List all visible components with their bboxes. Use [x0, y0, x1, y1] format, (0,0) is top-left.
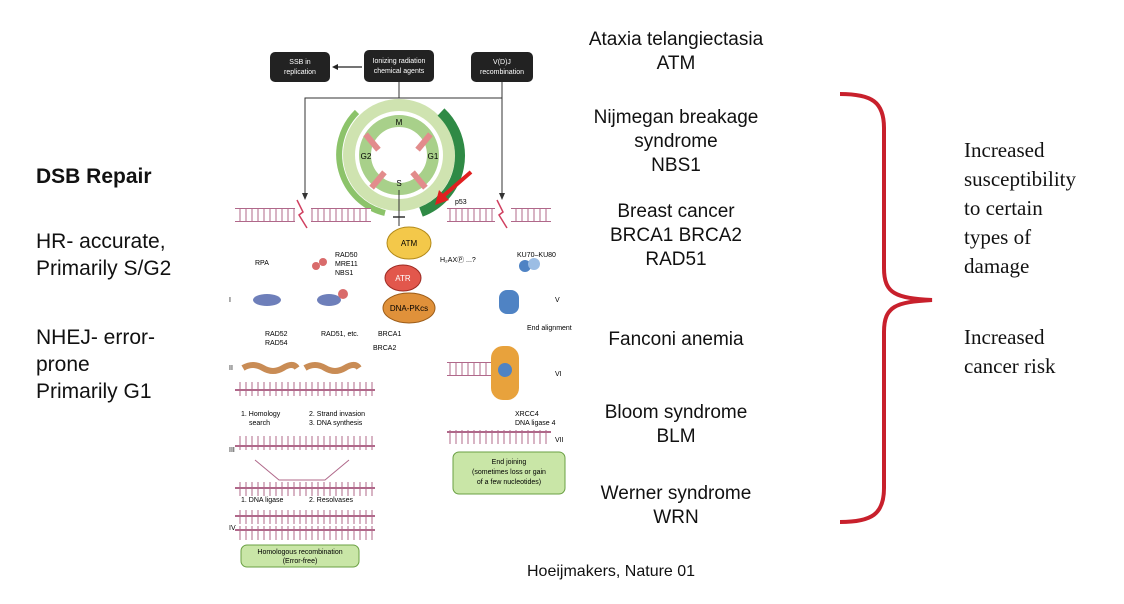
syndrome-nijmegan: Nijmegan breakage syndrome NBS1: [593, 107, 759, 176]
ku-label: KU70–KU80: [517, 252, 556, 259]
phase-g1: G1: [428, 152, 439, 161]
svg-text:NBS1: NBS1: [335, 270, 353, 277]
svg-text:End joining: End joining: [492, 459, 527, 466]
svg-text:search: search: [249, 420, 270, 427]
svg-text:(Error-free): (Error-free): [283, 558, 318, 565]
syndrome-breast-cancer: Breast cancer BRCA1 BRCA2 RAD51: [610, 201, 742, 270]
hr-description: HR- accurate, Primarily S/G2: [36, 228, 236, 282]
dsb-repair-title: DSB Repair: [36, 165, 152, 188]
homologous-recombination-box: Homologous recombination (Error-free): [240, 544, 360, 568]
syndrome-werner: Werner syndrome WRN: [600, 483, 752, 528]
svg-text:BRCA2: BRCA2: [373, 345, 396, 352]
ssb-box: SSB in replication: [270, 52, 330, 82]
citation: Hoeijmakers, Nature 01: [527, 563, 696, 580]
hr-line: Primarily S/G2: [36, 257, 172, 280]
svg-text:V(D)J: V(D)J: [493, 59, 511, 66]
svg-text:recombination: recombination: [480, 69, 524, 76]
nhej-description: NHEJ- error- prone Primarily G1: [36, 324, 236, 405]
syndrome-fanconi: Fanconi anemia: [608, 329, 744, 350]
svg-text:3. DNA synthesis: 3. DNA synthesis: [309, 420, 363, 427]
hr-line: HR- accurate,: [36, 230, 166, 253]
svg-text:2. Resolvases: 2. Resolvases: [309, 497, 353, 504]
svg-text:(sometimes loss or gain: (sometimes loss or gain: [472, 469, 546, 476]
svg-text:RAD54: RAD54: [265, 340, 288, 347]
cancer-risk-text: Increased cancer risk: [964, 325, 1056, 378]
svg-text:chemical agents: chemical agents: [374, 68, 425, 75]
svg-text:SSB in: SSB in: [289, 59, 311, 66]
svg-text:1. DNA ligase: 1. DNA ligase: [241, 497, 284, 504]
nhej-line: Primarily G1: [36, 380, 152, 403]
svg-text:BRCA1: BRCA1: [378, 331, 401, 338]
atm-node: ATM: [386, 226, 432, 260]
svg-text:ATM: ATM: [401, 239, 418, 248]
phase-m: M: [396, 118, 403, 127]
h2ax-label: H₂AXⓅ ...?: [440, 256, 476, 264]
svg-text:RAD50: RAD50: [335, 252, 358, 259]
p53-label: p53: [455, 199, 467, 206]
svg-text:V: V: [555, 297, 560, 304]
svg-text:replication: replication: [284, 69, 316, 76]
phase-g2: G2: [361, 152, 372, 161]
svg-text:VII: VII: [555, 437, 564, 444]
svg-text:2. Strand invasion: 2. Strand invasion: [309, 411, 365, 418]
svg-text:VI: VI: [555, 371, 562, 378]
syndrome-ataxia: Ataxia telangiectasia ATM: [588, 29, 764, 74]
svg-text:XRCC4: XRCC4: [515, 411, 539, 418]
nhej-line: prone: [36, 353, 90, 376]
svg-text:IV: IV: [229, 525, 236, 532]
dna-strand-right: [447, 208, 495, 222]
red-pointer-arrow: [435, 170, 473, 205]
svg-text:I: I: [229, 297, 231, 304]
svg-text:of a few nucleotides): of a few nucleotides): [477, 479, 541, 486]
svg-text:RAD51, etc.: RAD51, etc.: [321, 331, 359, 338]
susceptibility-text: Increased susceptibility to certain type…: [964, 138, 1076, 278]
svg-text:Homologous recombination: Homologous recombination: [257, 549, 342, 556]
svg-text:RAD52: RAD52: [265, 331, 288, 338]
curly-brace: [839, 92, 933, 524]
rpa-label: RPA: [255, 260, 269, 267]
svg-text:MRE11: MRE11: [335, 261, 358, 268]
svg-text:II: II: [229, 365, 233, 372]
svg-text:Ionizing radiation: Ionizing radiation: [373, 58, 426, 65]
dna-pk-node: DNA-PKcs: [382, 292, 436, 324]
vdj-box: V(D)J recombination: [471, 52, 533, 82]
svg-text:ATR: ATR: [395, 274, 411, 283]
dsb-repair-pathway-diagram: SSB in replication Ionizing radiation ch…: [229, 50, 572, 568]
syndrome-bloom: Bloom syndrome BLM: [604, 402, 748, 447]
end-joining-box: End joining (sometimes loss or gain of a…: [452, 451, 566, 495]
atr-node: ATR: [384, 264, 422, 292]
svg-text:III: III: [229, 447, 235, 454]
svg-text:DNA-PKcs: DNA-PKcs: [390, 304, 428, 313]
dna-strand-left: [235, 208, 295, 222]
nhej-line: NHEJ- error-: [36, 326, 155, 349]
end-alignment-label: End alignment: [527, 325, 572, 332]
svg-text:1. Homology: 1. Homology: [241, 411, 281, 418]
ionizing-radiation-box: Ionizing radiation chemical agents: [364, 50, 434, 82]
phase-s: S: [396, 179, 401, 188]
svg-text:DNA ligase 4: DNA ligase 4: [515, 420, 556, 427]
